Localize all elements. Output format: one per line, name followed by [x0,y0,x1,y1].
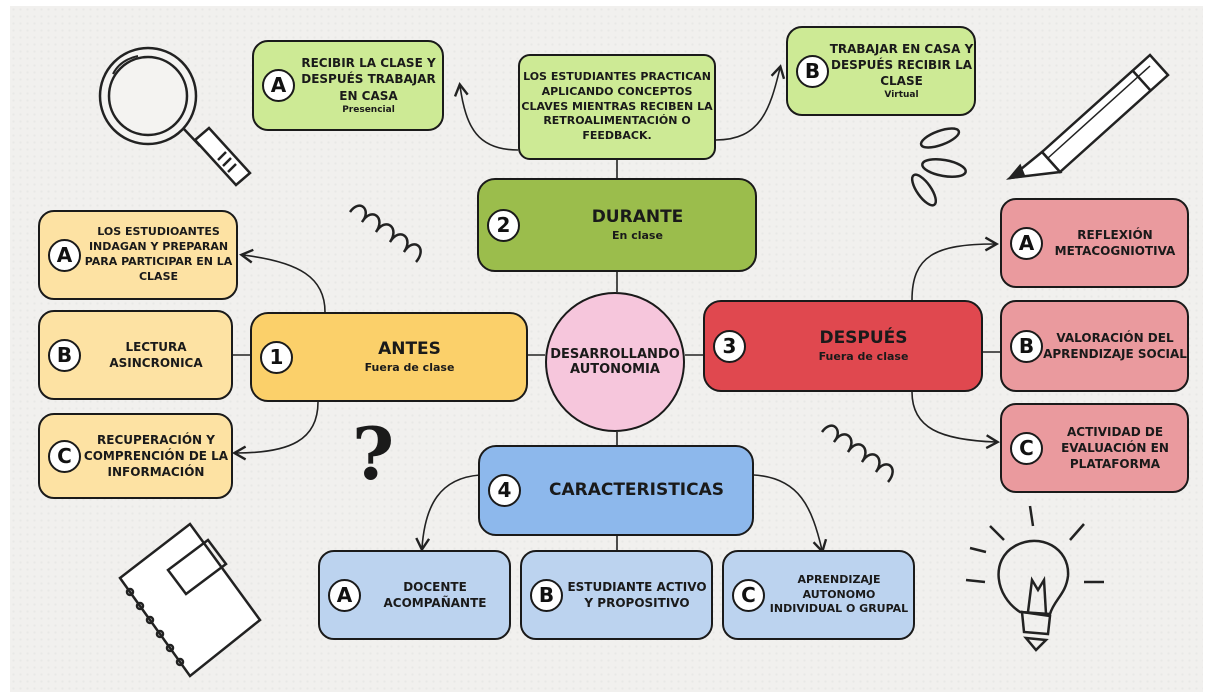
magnifying-glass-icon [98,46,252,187]
letter-badge: A [1010,226,1043,260]
node-title: CARACTERISTICAS [548,480,725,501]
item-text: LECTURA ASINCRONICA [109,339,203,370]
option-title: RECIBIR LA CLASE Y DESPUÉS TRABAJAR EN C… [301,56,436,103]
item-text: ACTIVIDAD DE EVALUACIÓN EN PLATAFORMA [1061,424,1169,472]
center-node: DESARROLLANDO AUTONOMIA [545,292,685,432]
letter-badge: A [262,69,295,102]
connector-arrow [239,248,326,313]
pencil-icon [1005,53,1170,180]
connector-arrow [715,64,786,141]
letter-badge: C [732,578,765,612]
question-mark-doodle: ? [352,411,395,496]
connector-arrow [911,236,1000,301]
letter-badge: B [530,578,563,612]
center-label: DESARROLLANDO AUTONOMIA [550,347,680,377]
lightbulb-icon [965,505,1104,652]
antes-item-a: A LOS ESTUDIOANTES INDAGAN Y PREPARAN PA… [38,210,238,300]
number-badge: 4 [488,474,521,507]
node-subtitle: Fuera de clase [364,361,455,375]
drops-doodle-icon [910,127,967,207]
letter-badge: B [1010,329,1043,363]
node-title: DURANTE [591,207,684,228]
number-badge: 2 [487,208,520,242]
caracteristicas-item-b: B ESTUDIANTE ACTIVO Y PROPOSITIVO [520,550,713,640]
node-title: DESPUÉS [819,328,908,349]
letter-badge: A [328,578,361,612]
option-subtitle: Presencial [342,104,395,115]
letter-badge: C [48,439,81,473]
letter-badge: B [48,338,81,372]
letter-badge: B [796,54,829,88]
connector-arrow [415,474,481,553]
connector-arrow [911,391,1001,450]
caracteristicas-item-c: C APRENDIZAJE AUTONOMO INDIVIDUAL O GRUP… [722,550,915,640]
durante-option-a: A RECIBIR LA CLASE Y DESPUÉS TRABAJAR EN… [252,40,444,131]
antes-item-b: B LECTURA ASINCRONICA [38,310,233,400]
option-subtitle: Virtual [884,90,919,101]
connector-arrow [231,401,319,461]
durante-description: LOS ESTUDIANTES PRACTICAN APLICANDO CONC… [518,54,716,160]
item-text: APRENDIZAJE AUTONOMO INDIVIDUAL O GRUPAL [769,572,909,616]
number-badge: 3 [713,329,746,363]
durante-description-text: LOS ESTUDIANTES PRACTICAN APLICANDO CONC… [521,69,713,143]
notebook-icon [118,522,262,678]
option-title: TRABAJAR EN CASA Y DESPUÉS RECIBIR LA CL… [829,41,974,89]
item-text: ESTUDIANTE ACTIVO Y PROPOSITIVO [567,579,707,610]
item-text: RECUPERACIÓN Y COMPRENCIÓN DE LA INFORMA… [83,432,229,480]
node-subtitle: En clase [612,229,663,243]
item-text: LOS ESTUDIOANTES INDAGAN Y PREPARAN PARA… [84,225,233,283]
connector-arrow [453,82,519,151]
number-badge: 1 [260,340,293,374]
despues-node: 3 DESPUÉS Fuera de clase [703,300,983,392]
node-subtitle: Fuera de clase [818,350,909,364]
durante-option-b: B TRABAJAR EN CASA Y DESPUÉS RECIBIR LA … [786,26,976,116]
node-title: ANTES [378,339,441,360]
despues-item-a: A REFLEXIÓN METACOGNIOTIVA [1000,198,1189,288]
connector-arrow [753,474,828,554]
despues-item-b: B VALORACIÓN DEL APRENDIZAJE SOCIAL [1000,300,1189,392]
antes-node: 1 ANTES Fuera de clase [250,312,528,402]
caracteristicas-item-a: A DOCENTE ACOMPAÑANTE [318,550,511,640]
caracteristicas-node: 4 CARACTERISTICAS [478,445,754,536]
spring-doodle-icon [348,204,422,263]
durante-node: 2 DURANTE En clase [477,178,757,272]
item-text: REFLEXIÓN METACOGNIOTIVA [1054,227,1176,258]
item-text: VALORACIÓN DEL APRENDIZAJE SOCIAL [1043,330,1187,361]
antes-item-c: C RECUPERACIÓN Y COMPRENCIÓN DE LA INFOR… [38,413,233,499]
spring-doodle-icon [820,424,894,483]
despues-item-c: C ACTIVIDAD DE EVALUACIÓN EN PLATAFORMA [1000,403,1189,493]
item-text: DOCENTE ACOMPAÑANTE [383,579,487,610]
letter-badge: C [1010,431,1043,465]
letter-badge: A [48,238,81,272]
